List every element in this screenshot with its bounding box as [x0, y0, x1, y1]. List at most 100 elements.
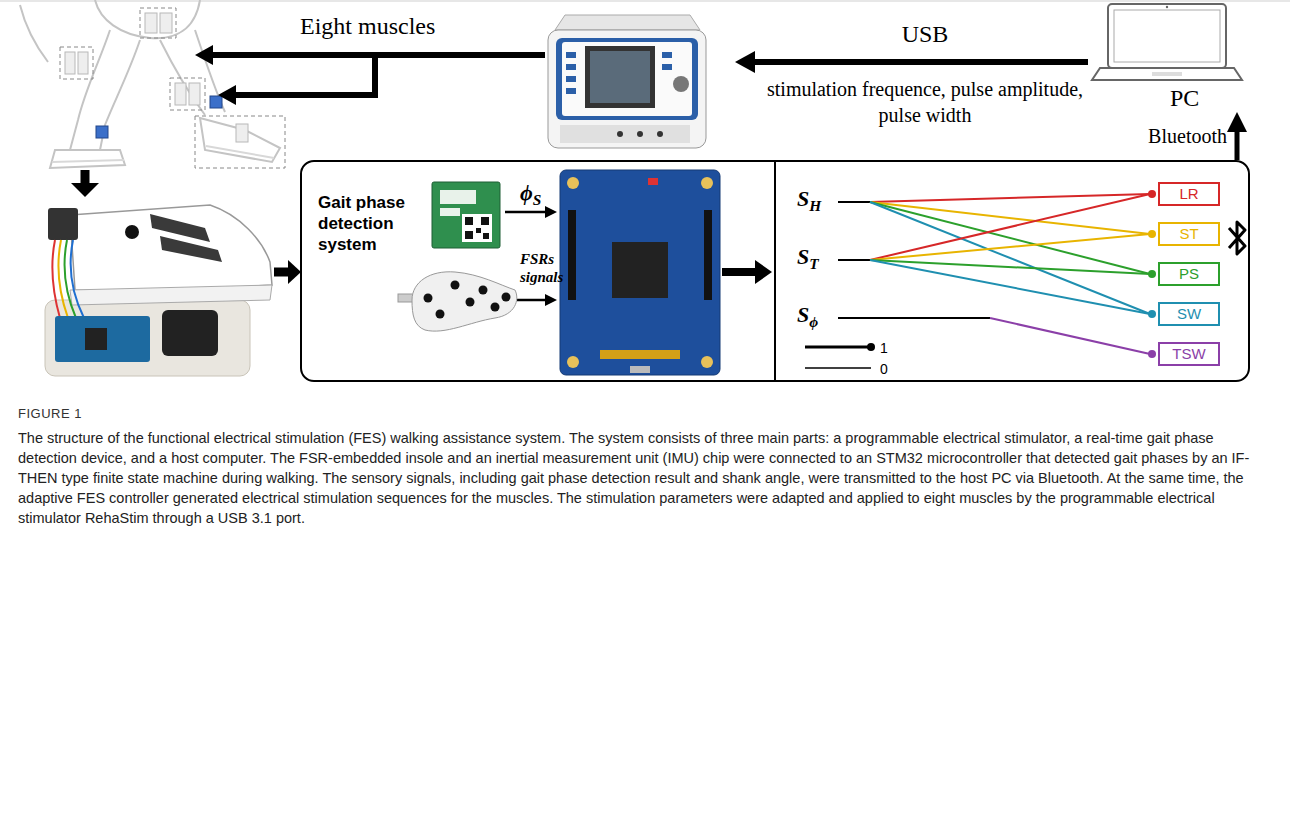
- imu-chip: [483, 233, 489, 239]
- stimulator-device: [617, 131, 623, 137]
- logic-dot: [1148, 190, 1156, 358]
- stimulation-arrow: [218, 85, 236, 105]
- stimulator-device: [590, 51, 650, 103]
- logic-line: [838, 201, 870, 203]
- imu-chip: [465, 217, 473, 225]
- laptop-icon: [1092, 68, 1242, 80]
- stimulator-device: [657, 131, 663, 137]
- node-text: ST: [1179, 225, 1198, 243]
- flow-arrow: [71, 183, 99, 197]
- instrumented-shoe: [125, 225, 139, 239]
- logic-dot: [1148, 350, 1156, 358]
- figure-caption: The structure of the functional electric…: [18, 428, 1273, 528]
- instrumented-shoe: [64, 240, 76, 318]
- gait-phase-box: TSW: [1158, 342, 1220, 366]
- electrode-pad: [65, 52, 75, 74]
- walking-figure: [52, 160, 124, 162]
- signal-arrow: [517, 299, 546, 302]
- electrode-pad: [236, 124, 248, 142]
- label-slot: ST: [797, 244, 819, 277]
- microcontroller-board: [704, 210, 712, 300]
- walking-figure: [20, 0, 280, 168]
- panel-divider: [774, 161, 776, 381]
- gait-phase-box: LR: [1158, 182, 1220, 206]
- microcontroller-board: [648, 178, 658, 185]
- microcontroller-board: [701, 356, 713, 368]
- flow-arrow: [722, 260, 772, 284]
- signal-name: SH: [797, 186, 821, 219]
- electrode-outline: [60, 47, 93, 79]
- node-text: Gait phase detection system: [318, 192, 430, 255]
- node-text: PS: [1179, 265, 1199, 283]
- walking-figure: [70, 30, 110, 150]
- electrode-pad: [189, 83, 200, 105]
- imu-chip: [432, 182, 500, 248]
- node-text: LR: [1179, 185, 1198, 203]
- legend-sample: [805, 367, 871, 369]
- imu-chip: [432, 182, 500, 248]
- instrumented-shoe: [162, 310, 218, 356]
- walking-figure: [20, 5, 48, 62]
- muscle-count-label: Eight muscles: [300, 12, 435, 40]
- laptop-icon: [1152, 72, 1182, 76]
- imu-chip: [440, 208, 460, 216]
- logic-line: [870, 234, 1150, 260]
- flow-arrow: [274, 260, 301, 284]
- gait-phase-box: PS: [1158, 262, 1220, 286]
- bluetooth-symbol: [1229, 222, 1245, 254]
- legend-sample: [867, 343, 875, 351]
- instrumented-shoe: [55, 316, 150, 362]
- microcontroller-board: [567, 177, 579, 189]
- instrumented-shoe: [71, 240, 84, 318]
- electrode-pad: [160, 13, 172, 33]
- electrode-pad: [145, 13, 157, 33]
- stimulator-device: [562, 42, 692, 116]
- electrode-outline: [60, 8, 285, 168]
- parameter-label: stimulation frequence, pulse amplitude, …: [750, 76, 1100, 128]
- connector-label-slot: Bluetooth: [1148, 123, 1227, 149]
- logic-dot: [1148, 270, 1156, 278]
- fsr-insole: [479, 286, 488, 295]
- electrode-pad: [65, 13, 248, 142]
- stimulator-device: [555, 15, 700, 30]
- label-slot: USB: [885, 20, 965, 48]
- node-text: SW: [1177, 305, 1201, 323]
- stimulation-arrow: [372, 52, 378, 98]
- stimulator-device: [566, 64, 576, 70]
- flow-arrow: [755, 260, 772, 284]
- imu-chip: [481, 217, 489, 225]
- laptop-icon: [1108, 4, 1226, 68]
- fsr-insole: [451, 281, 460, 290]
- stimulator-device: [566, 88, 576, 94]
- imu-sensor: [96, 126, 108, 138]
- frame-rule: [0, 1, 1290, 2]
- gait-phase-box: ST: [1158, 222, 1220, 246]
- microcontroller-board: [568, 210, 576, 300]
- logic-line: [870, 194, 1150, 260]
- signal-arrow: [545, 294, 557, 306]
- microcontroller-board: [560, 170, 720, 375]
- flow-arrow: [81, 170, 90, 184]
- legend-text: 1: [880, 340, 888, 356]
- interface-label: USB: [885, 20, 965, 48]
- instrumented-shoe: [160, 236, 222, 262]
- signal-name: ϕS: [520, 180, 541, 213]
- flow-arrow: [274, 268, 289, 277]
- node-text: PC: [1170, 84, 1250, 112]
- microcontroller-board: [630, 366, 650, 373]
- stimulator-device: [556, 38, 698, 120]
- fsr-insole: [436, 310, 445, 319]
- stimulator-device: [566, 52, 576, 58]
- signal-name: ST: [797, 244, 819, 277]
- imu-chip: [462, 214, 492, 242]
- logic-line: [838, 259, 870, 261]
- stimulator-device: [585, 46, 655, 108]
- stimulator-device: [637, 131, 643, 137]
- label-slot: Eight muscles: [300, 12, 435, 40]
- label-slot: SH: [797, 186, 821, 219]
- walking-figure: [160, 40, 205, 115]
- stimulator-device: [560, 125, 690, 143]
- connector-label: Bluetooth: [1148, 123, 1227, 149]
